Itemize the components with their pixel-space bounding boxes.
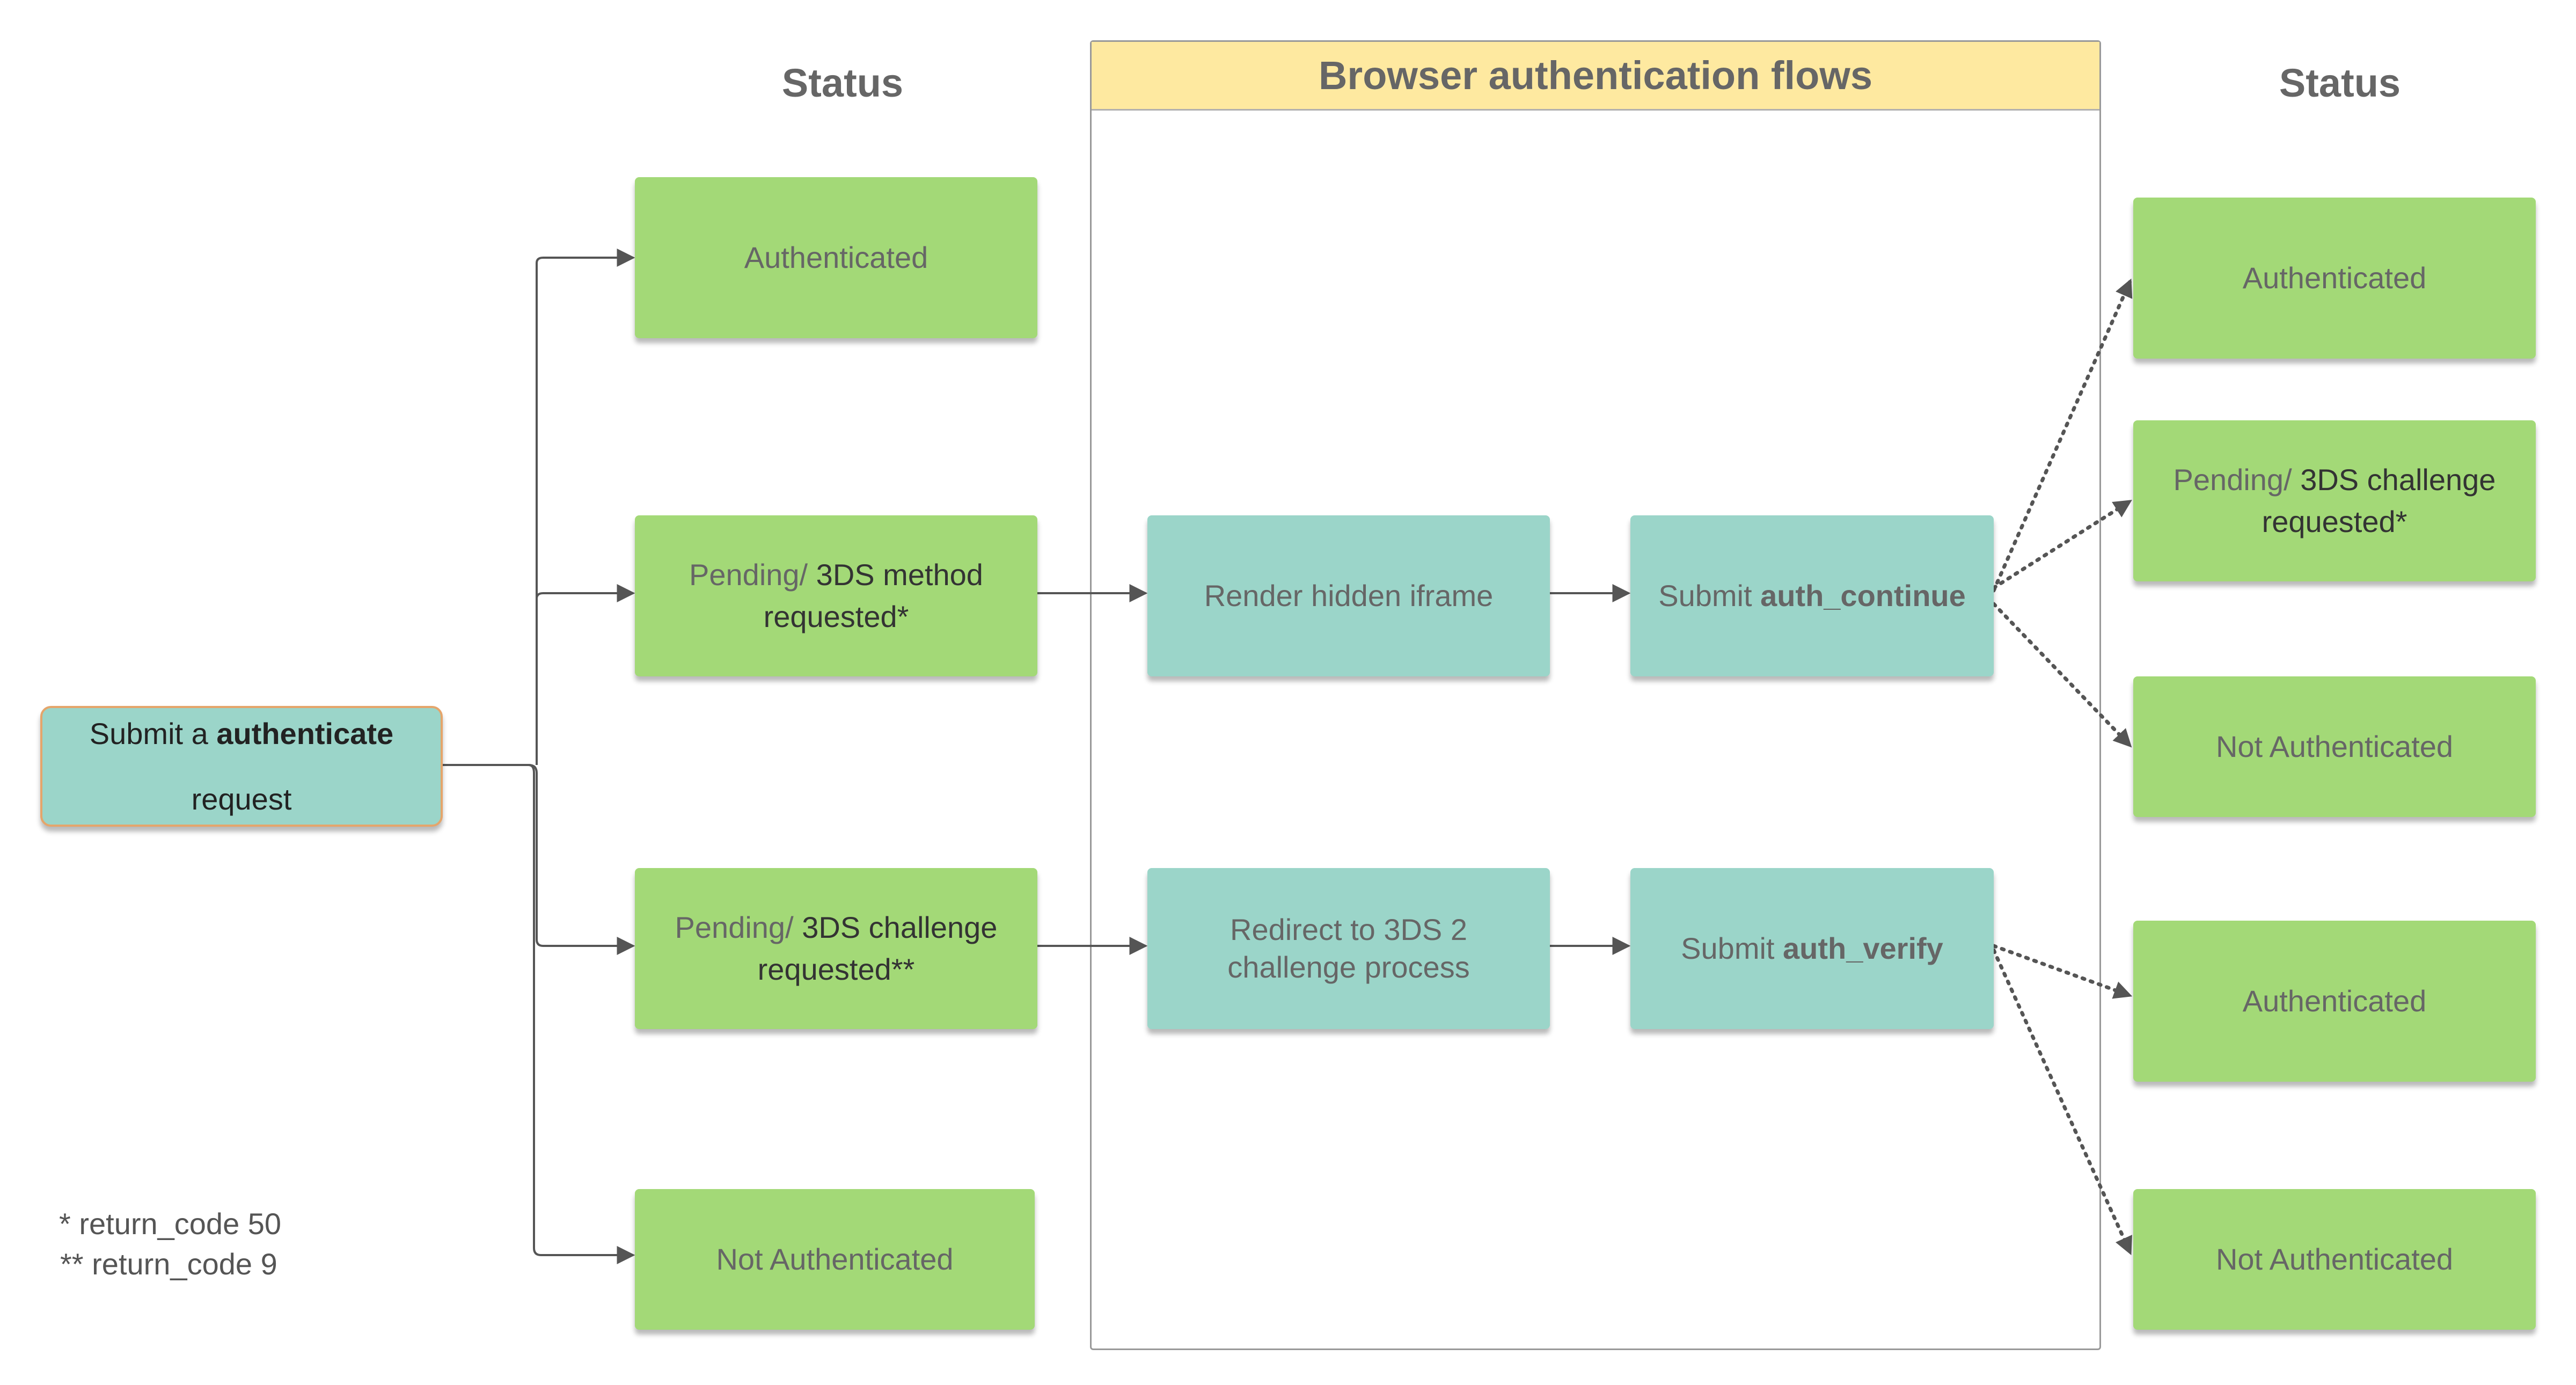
- status-continue-pending-challenge: Pending/ 3DS challenge requested*: [2133, 420, 2536, 581]
- pending-challenge-prefix: Pending/: [675, 910, 802, 944]
- auth-continue-bold: auth_continue: [1760, 578, 1966, 613]
- status-verify-not-authenticated: Not Authenticated: [2133, 1189, 2536, 1330]
- connector-to-pending-challenge: [528, 764, 635, 955]
- continue-pending-line2: requested*: [2262, 505, 2407, 538]
- connector-to-pending-method: [536, 584, 635, 602]
- footnote-return-code-50: * return_code 50: [59, 1207, 282, 1241]
- status-heading-left: Status: [781, 61, 904, 105]
- status-not-authenticated-left-label: Not Authenticated: [716, 1242, 954, 1276]
- start-prefix: Submit a: [89, 716, 217, 750]
- continue-pending-prefix: Pending/: [2173, 462, 2301, 497]
- submit-auth-continue-step: Submit auth_continue: [1630, 515, 1994, 676]
- start-bold: authenticate: [216, 716, 394, 750]
- continue-not-authenticated-label: Not Authenticated: [2215, 729, 2454, 763]
- dotted-continue-to-not-authenticated: [1992, 602, 2133, 748]
- redirect-3ds2-challenge-step: Redirect to 3DS 2 challenge process: [1147, 868, 1550, 1029]
- status-not-authenticated-left: Not Authenticated: [635, 1189, 1035, 1330]
- status-authenticated-left-label: Authenticated: [744, 240, 928, 274]
- submit-auth-verify-step: Submit auth_verify: [1630, 868, 1994, 1029]
- pending-challenge-dark: 3DS challenge: [802, 910, 998, 944]
- redirect-line2: challenge process: [1227, 950, 1470, 984]
- auth-verify-bold: auth_verify: [1783, 931, 1943, 965]
- status-continue-authenticated: Authenticated: [2133, 198, 2536, 359]
- start-line2: request: [191, 782, 292, 816]
- frame-title: Browser authentication flows: [1092, 42, 2099, 111]
- continue-pending-dark: 3DS challenge: [2300, 462, 2496, 497]
- browser-auth-flows-frame: Browser authentication flows: [1090, 40, 2101, 1350]
- dotted-continue-to-pending: [1992, 499, 2133, 590]
- auth-verify-prefix: Submit: [1681, 931, 1783, 965]
- pending-method-dark: 3DS method: [816, 557, 983, 592]
- pending-method-prefix: Pending/: [689, 557, 816, 592]
- dotted-continue-to-authenticated: [1992, 278, 2133, 593]
- auth-continue-prefix: Submit: [1658, 578, 1761, 613]
- pending-challenge-line2: requested**: [757, 952, 915, 986]
- render-hidden-iframe-step: Render hidden iframe: [1147, 515, 1550, 676]
- footnote-return-code-9: ** return_code 9: [60, 1247, 277, 1281]
- verify-not-authenticated-label: Not Authenticated: [2215, 1242, 2454, 1276]
- connector-to-not-authenticated: [528, 764, 635, 1264]
- pending-method-line2: requested*: [763, 600, 909, 633]
- status-verify-authenticated: Authenticated: [2133, 921, 2536, 1082]
- submit-authenticate-request-node: Submit a authenticate request: [40, 706, 443, 827]
- connector-to-authenticated: [536, 249, 635, 765]
- dotted-verify-to-authenticated: [1992, 944, 2133, 999]
- status-pending-3ds-challenge: Pending/ 3DS challenge requested**: [635, 868, 1037, 1029]
- status-authenticated-left: Authenticated: [635, 177, 1037, 338]
- continue-authenticated-label: Authenticated: [2242, 260, 2427, 295]
- dotted-verify-to-not-authenticated: [1992, 948, 2133, 1256]
- verify-authenticated-label: Authenticated: [2242, 983, 2427, 1018]
- render-hidden-iframe-label: Render hidden iframe: [1204, 578, 1494, 613]
- status-heading-right: Status: [2279, 61, 2401, 105]
- status-pending-3ds-method: Pending/ 3DS method requested*: [635, 515, 1037, 676]
- redirect-line1: Redirect to 3DS 2: [1230, 913, 1467, 946]
- status-continue-not-authenticated: Not Authenticated: [2133, 676, 2536, 817]
